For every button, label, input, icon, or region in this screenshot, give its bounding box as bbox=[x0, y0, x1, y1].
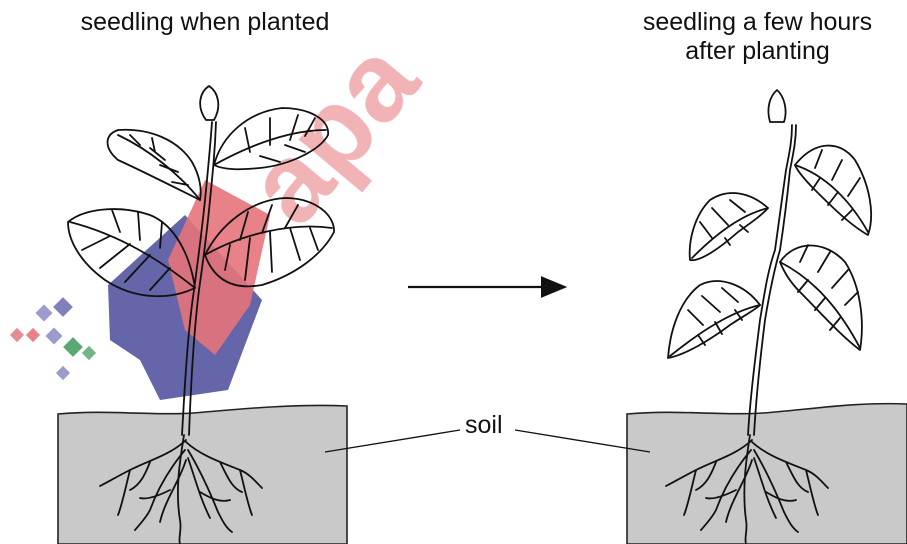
right-bud bbox=[768, 90, 785, 122]
caption-seedling-when-planted: seedling when planted bbox=[40, 8, 370, 37]
watermark-logo: apa bbox=[10, 18, 442, 400]
left-leaf-top-left bbox=[108, 130, 201, 200]
watermark-pixel-squares bbox=[10, 297, 96, 380]
caption-right-line-1: seedling a few hours bbox=[608, 8, 907, 37]
right-leaf-lower-right bbox=[780, 246, 862, 351]
right-stem bbox=[748, 125, 792, 435]
right-leaf-upper-right bbox=[795, 146, 871, 235]
caption-right-line-2: after planting bbox=[608, 37, 907, 66]
soil-left bbox=[58, 405, 347, 544]
soil-label: soil bbox=[462, 411, 506, 440]
left-bud bbox=[200, 86, 218, 120]
caption-seedling-after-planting: seedling a few hours after planting bbox=[608, 8, 907, 66]
